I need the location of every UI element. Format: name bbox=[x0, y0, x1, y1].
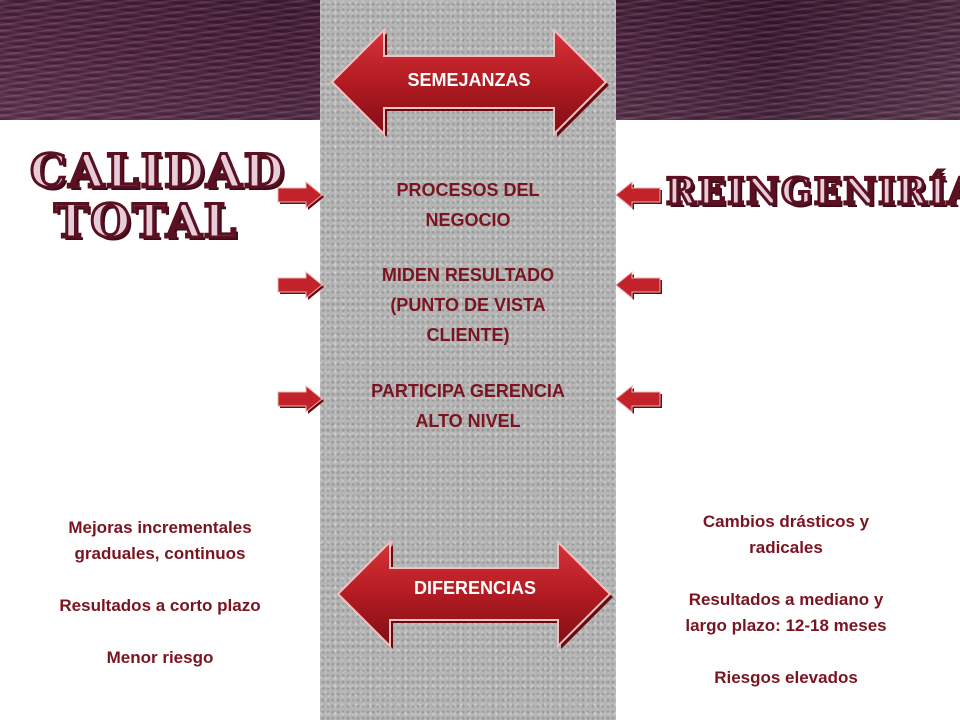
arrow-right-icon bbox=[277, 384, 324, 414]
similarity-line: PROCESOS DEL bbox=[396, 180, 540, 200]
right-title: REINGENIRÍA bbox=[665, 170, 960, 215]
similarity-line: NEGOCIO bbox=[425, 210, 511, 230]
similarity-line: (PUNTO DE VISTA bbox=[390, 295, 546, 315]
right-difference-line: Riesgos elevados bbox=[714, 668, 858, 687]
left-title-line1: CALIDAD bbox=[29, 144, 286, 198]
left-difference-line: Resultados a corto plazo bbox=[59, 596, 261, 615]
similarity-line: ALTO NIVEL bbox=[415, 411, 521, 431]
similarity-item-management: PARTICIPA GERENCIA ALTO NIVEL bbox=[332, 376, 604, 436]
right-difference-line: Resultados a mediano y bbox=[688, 590, 884, 609]
similarity-line: PARTICIPA GERENCIA bbox=[371, 381, 565, 401]
left-difference-line: Menor riesgo bbox=[106, 648, 214, 667]
similarity-item-processes: PROCESOS DEL NEGOCIO bbox=[332, 175, 604, 235]
double-arrow-icon bbox=[330, 27, 609, 137]
arrow-right-icon bbox=[277, 270, 324, 300]
left-title-line2: TOTAL bbox=[52, 194, 239, 248]
right-title-text: REINGENIRÍA bbox=[665, 170, 960, 215]
arrow-right-icon bbox=[277, 180, 324, 210]
left-difference-line: Mejoras incrementales bbox=[68, 518, 252, 537]
double-arrow-icon bbox=[336, 540, 613, 649]
similarities-label: SEMEJANZAS bbox=[407, 70, 531, 90]
left-differences: Mejoras incrementales graduales, continu… bbox=[10, 515, 310, 671]
arrow-left-icon bbox=[615, 384, 662, 414]
similarity-line: CLIENTE) bbox=[426, 325, 510, 345]
similarity-item-results: MIDEN RESULTADO (PUNTO DE VISTA CLIENTE) bbox=[332, 260, 604, 350]
left-title: CALIDAD TOTAL bbox=[29, 144, 286, 248]
left-difference-line: graduales, continuos bbox=[74, 544, 246, 563]
differences-double-arrow: DIFERENCIAS bbox=[334, 540, 616, 652]
right-differences: Cambios drásticos y radicales Resultados… bbox=[636, 509, 936, 691]
right-difference-line: radicales bbox=[749, 538, 823, 557]
similarity-line: MIDEN RESULTADO bbox=[381, 265, 555, 285]
arrow-left-icon bbox=[615, 180, 662, 210]
differences-label: DIFERENCIAS bbox=[413, 578, 536, 598]
similarities-double-arrow: SEMEJANZAS bbox=[326, 26, 612, 138]
arrow-left-icon bbox=[615, 270, 662, 300]
right-difference-line: largo plazo: 12-18 meses bbox=[685, 616, 887, 635]
right-difference-line: Cambios drásticos y bbox=[702, 512, 870, 531]
